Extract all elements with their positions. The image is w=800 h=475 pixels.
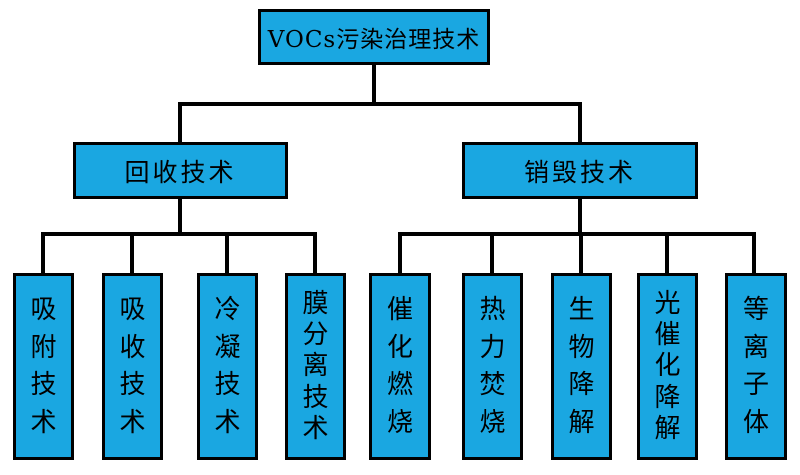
node-leaf-condensation: 冷凝技术 (197, 273, 258, 460)
node-leaf-plasma: 等离子体 (725, 273, 787, 460)
node-leaf-membrane: 膜分离技术 (285, 273, 346, 460)
node-leaf-adsorption: 吸附技术 (13, 273, 74, 460)
node-leaf-absorption: 吸收技术 (102, 273, 163, 460)
connector-drop-membrane (313, 232, 317, 275)
node-branch-destroy-label: 销毁技术 (523, 157, 636, 187)
connector-drop-thermal (490, 232, 494, 275)
connector-recovery-horizontal-rail (41, 232, 317, 236)
connector-drop-adsorption (41, 232, 45, 275)
node-leaf-catalytic: 催化燃烧 (369, 273, 431, 460)
node-branch-recovery: 回收技术 (73, 142, 288, 199)
node-branch-destroy: 销毁技术 (462, 142, 698, 199)
connector-drop-catalytic (398, 232, 402, 275)
connector-root-vertical (372, 63, 376, 105)
connector-drop-condensation (225, 232, 229, 275)
connector-destroy-vertical (578, 197, 582, 235)
node-leaf-thermal: 热力焚烧 (462, 273, 523, 460)
node-branch-recovery-label: 回收技术 (124, 157, 237, 187)
connector-drop-photocatalytic (665, 232, 669, 275)
connector-drop-absorption (130, 232, 134, 275)
connector-drop-to-destroy (578, 102, 582, 144)
connector-recovery-vertical (178, 197, 182, 235)
connector-drop-bio (579, 232, 583, 275)
connector-drop-to-recovery (178, 102, 182, 144)
node-root-label: VOCs污染治理技术 (267, 27, 481, 53)
node-leaf-photocatalytic: 光催化降解 (637, 273, 698, 460)
connector-destroy-horizontal-rail (398, 232, 756, 236)
connector-drop-plasma (752, 232, 756, 275)
node-root-vocs-treatment: VOCs污染治理技术 (258, 9, 490, 65)
connector-top-horizontal-rail (178, 102, 582, 106)
node-leaf-bio: 生物降解 (551, 273, 612, 460)
